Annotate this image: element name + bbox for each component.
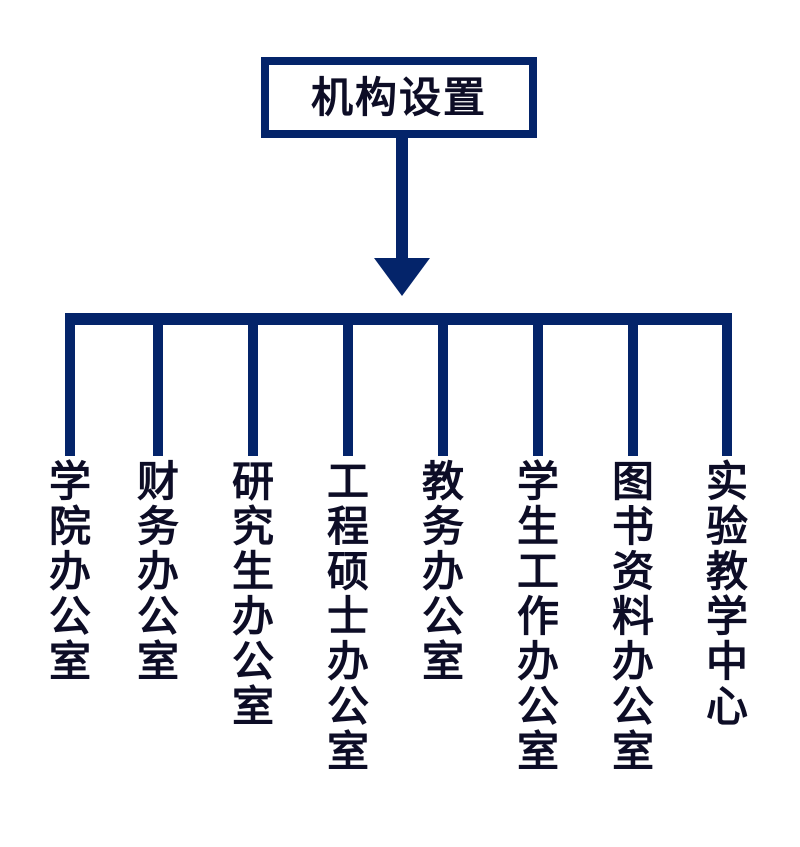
label-char: 财 [136,457,179,506]
node-label-4: 工程硕士办公室 [318,457,378,776]
label-char: 室 [136,636,179,686]
label-char: 研 [231,457,274,506]
label-char: 公 [48,591,91,641]
label-char: 公 [611,681,654,731]
node-label-1: 学院办公室 [40,457,100,686]
label-char: 学 [48,457,91,506]
label-char: 士 [326,591,369,641]
label-char: 公 [326,681,369,731]
node-label-6: 学生工作办公室 [508,457,568,776]
label-char: 程 [326,501,369,551]
label-char: 书 [611,501,654,551]
label-char: 工 [516,546,559,596]
label-char: 心 [705,681,748,731]
label-char: 硕 [326,546,369,596]
node-label-5: 教务办公室 [413,457,473,686]
drop-line-4 [343,313,353,456]
label-char: 办 [136,546,179,596]
node-label-7: 图书资料办公室 [603,457,663,776]
label-char: 公 [231,636,274,686]
label-char: 教 [705,546,748,596]
label-char: 办 [516,636,559,686]
label-char: 生 [516,501,559,551]
horizontal-bus-bar [67,313,732,325]
label-char: 图 [611,457,654,506]
label-char: 工 [326,457,369,506]
label-char: 院 [48,501,91,551]
node-label-8: 实验教学中心 [697,457,757,731]
arrow-stem [396,138,408,262]
down-arrow-icon [374,258,430,296]
drop-line-6 [533,313,543,456]
drop-line-1 [65,313,75,456]
label-char: 验 [705,501,748,551]
label-char: 室 [231,681,274,731]
label-char: 务 [421,501,464,551]
label-char: 办 [231,591,274,641]
root-node-box: 机构设置 [261,57,537,138]
drop-line-3 [248,313,258,456]
label-char: 务 [136,501,179,551]
label-char: 办 [421,546,464,596]
label-char: 室 [611,726,654,776]
label-char: 中 [705,636,748,686]
drop-line-7 [628,313,638,456]
label-char: 室 [421,636,464,686]
label-char: 作 [516,591,559,641]
label-char: 公 [516,681,559,731]
label-char: 料 [611,591,654,641]
label-char: 生 [231,546,274,596]
label-char: 办 [48,546,91,596]
label-char: 究 [231,501,274,551]
label-char: 学 [516,457,559,506]
label-char: 公 [421,591,464,641]
label-char: 资 [611,546,654,596]
label-char: 室 [326,726,369,776]
label-char: 学 [705,591,748,641]
node-label-2: 财务办公室 [128,457,188,686]
label-char: 室 [516,726,559,776]
root-node-label: 机构设置 [310,72,487,122]
label-char: 实 [705,457,748,506]
drop-line-5 [438,313,448,456]
label-char: 教 [421,457,464,506]
drop-line-2 [153,313,163,456]
label-char: 室 [48,636,91,686]
label-char: 办 [611,636,654,686]
drop-line-8 [722,313,732,456]
node-label-3: 研究生办公室 [223,457,283,731]
label-char: 办 [326,636,369,686]
label-char: 公 [136,591,179,641]
